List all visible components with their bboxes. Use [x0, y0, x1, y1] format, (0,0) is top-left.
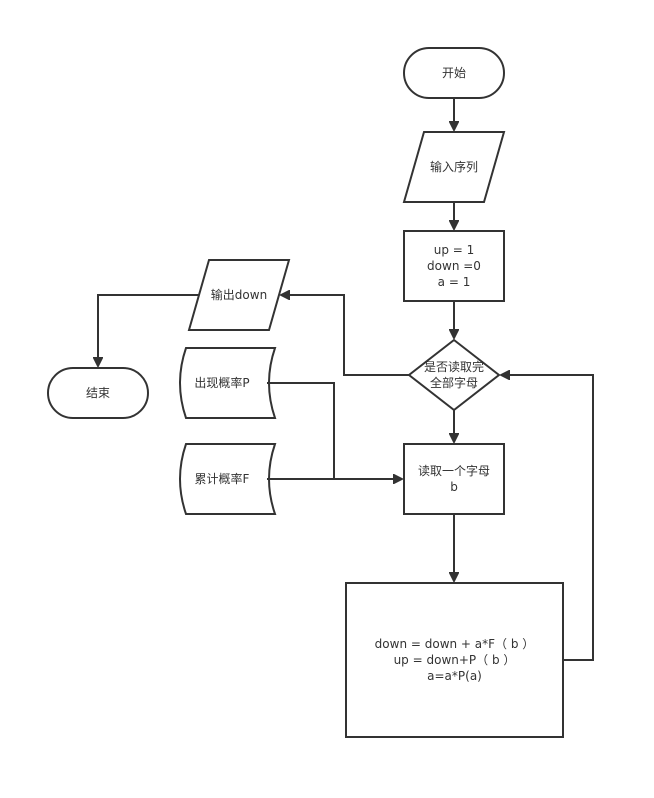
appear-prob-node — [179, 347, 277, 419]
update-node — [345, 582, 564, 738]
init-line-2: down =0 — [427, 259, 481, 273]
cum-prob-label: 累计概率F — [194, 472, 250, 486]
decision-label: 是否读取完 全部字母 — [409, 359, 499, 391]
read-label: 读取一个字母 b — [404, 463, 504, 495]
edge-decision-output — [281, 295, 409, 376]
init-label: up = 1 down =0 a = 1 — [404, 242, 504, 290]
decision-line-1: 是否读取完 — [423, 360, 484, 374]
start-label: 开始 — [441, 66, 466, 80]
update-line-1: down = down + a*F（ b ） — [374, 637, 535, 651]
update-label: down = down + a*F（ b ） up = down+P（ b ） … — [346, 636, 563, 684]
read-line-1: 读取一个字母 — [417, 464, 490, 478]
read-node — [403, 443, 505, 515]
cum-prob-node — [179, 443, 277, 515]
input-label: 输入序列 — [429, 160, 478, 174]
edge-appear-prob-read — [267, 382, 335, 479]
input-node — [402, 131, 506, 203]
init-line-1: up = 1 — [433, 243, 475, 257]
edge-output-end — [98, 294, 199, 366]
init-line-3: a = 1 — [437, 275, 471, 289]
read-line-2: b — [450, 480, 458, 494]
decision-line-2: 全部字母 — [429, 376, 478, 390]
update-line-3: a=a*P(a) — [427, 669, 482, 683]
end-node — [47, 367, 149, 419]
end-label: 结束 — [85, 386, 110, 400]
update-line-2: up = down+P（ b ） — [393, 653, 516, 667]
output-node — [187, 259, 291, 331]
output-label: 输出down — [210, 288, 268, 302]
edge-update-decision-loop — [501, 375, 594, 661]
appear-prob-label: 出现概率P — [194, 376, 250, 390]
